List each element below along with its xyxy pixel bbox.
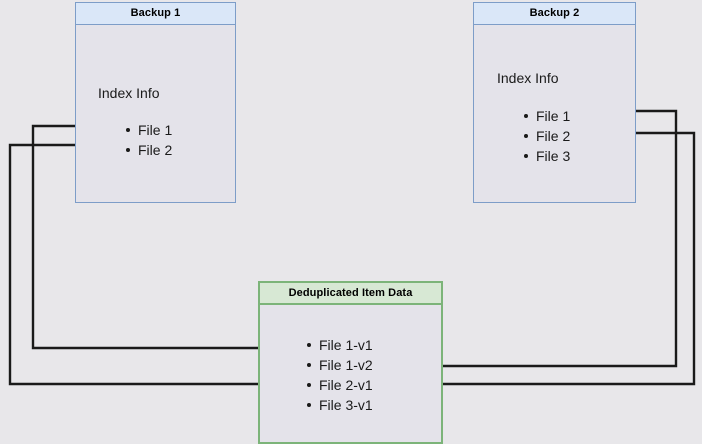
dedup-header-label: Deduplicated Item Data xyxy=(260,283,441,305)
dedup-item[interactable]: File 3-v1 xyxy=(305,395,373,415)
backup2-box[interactable]: Backup 2 Index Info File 1 File 2 File 3 xyxy=(473,2,636,203)
connector-backup1-file2-to-file2v1 xyxy=(8,143,298,393)
dedup-item[interactable]: File 1-v1 xyxy=(305,335,373,355)
backup2-file-item[interactable]: File 3 xyxy=(522,146,570,166)
backup2-file-item[interactable]: File 2 xyxy=(522,126,570,146)
backup1-file-list: File 1 File 2 xyxy=(124,120,172,160)
backup1-file-item[interactable]: File 2 xyxy=(124,140,172,160)
backup2-file-item[interactable]: File 1 xyxy=(522,106,570,126)
backup1-box[interactable]: Backup 1 Index Info File 1 File 2 xyxy=(75,2,236,203)
backup2-file-list: File 1 File 2 File 3 xyxy=(522,106,570,166)
connector-backup2-file2-to-file2v1 xyxy=(394,131,696,393)
backup1-index-info-label: Index Info xyxy=(98,85,160,101)
backup1-file-item[interactable]: File 1 xyxy=(124,120,172,140)
dedup-body: File 1-v1 File 1-v2 File 2-v1 File 3-v1 xyxy=(260,305,441,442)
dedup-item[interactable]: File 2-v1 xyxy=(305,375,373,395)
dedup-item-list: File 1-v1 File 1-v2 File 2-v1 File 3-v1 xyxy=(305,335,373,415)
backup1-header-label: Backup 1 xyxy=(76,3,235,25)
backup2-header-label: Backup 2 xyxy=(474,3,635,25)
deduplicated-item-data-box[interactable]: Deduplicated Item Data File 1-v1 File 1-… xyxy=(258,281,443,444)
backup2-index-info-label: Index Info xyxy=(497,70,559,86)
dedup-item[interactable]: File 1-v2 xyxy=(305,355,373,375)
backup2-body: Index Info File 1 File 2 File 3 xyxy=(474,25,635,202)
backup1-body: Index Info File 1 File 2 xyxy=(76,25,235,202)
